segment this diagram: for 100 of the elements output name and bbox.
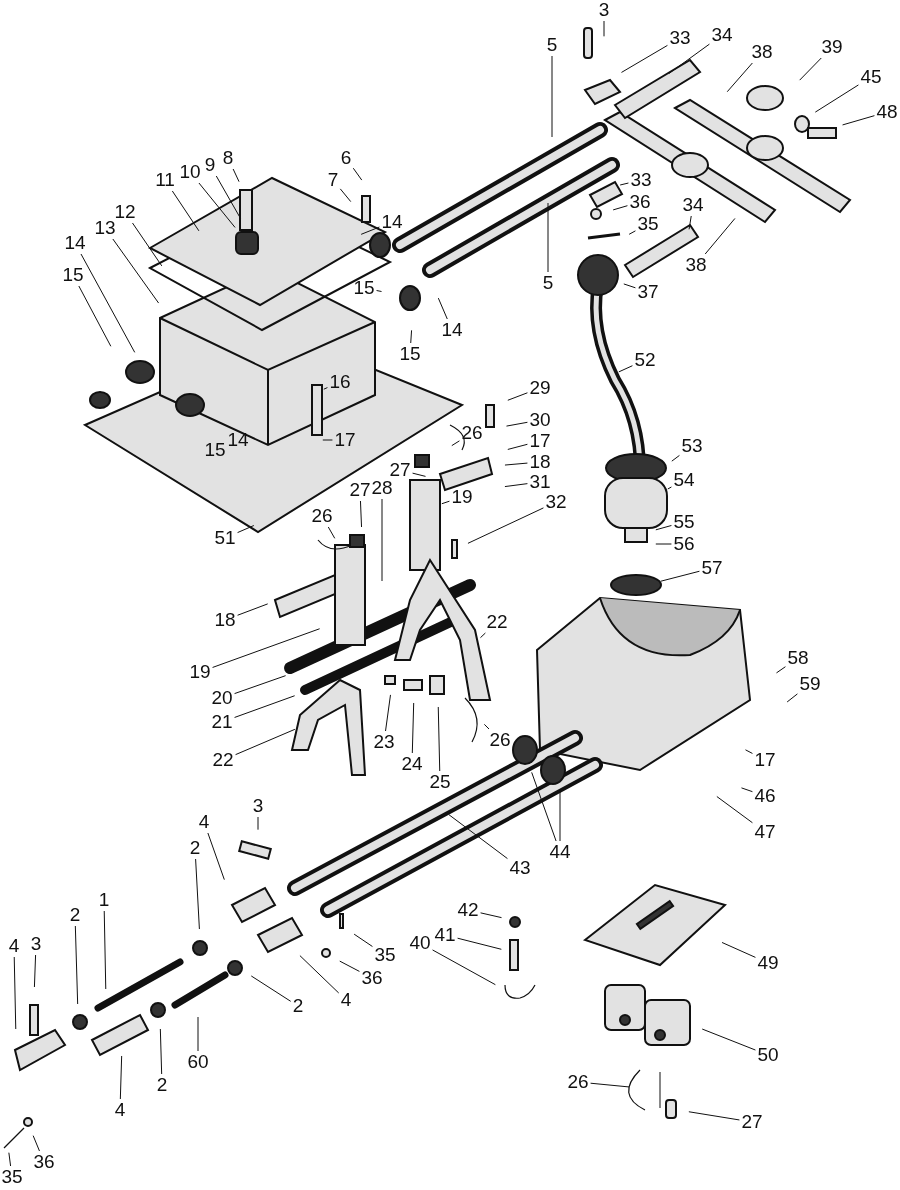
callout-number: 7 — [326, 170, 340, 190]
callout-number: 4 — [113, 1100, 127, 1120]
leader-line — [479, 632, 486, 639]
leader-line — [327, 526, 336, 539]
callout-number: 34 — [710, 25, 734, 45]
callout-number: 20 — [210, 688, 234, 708]
callout-number: 53 — [680, 436, 704, 456]
leader-line — [457, 937, 502, 950]
callout-number: 41 — [433, 925, 457, 945]
leader-line — [359, 500, 363, 528]
callout-number: 5 — [541, 273, 555, 293]
callout-number: 27 — [740, 1112, 764, 1132]
callout-number: 29 — [528, 378, 552, 398]
leader-line — [250, 975, 292, 1002]
callout-number: 38 — [684, 255, 708, 275]
leader-line — [504, 462, 528, 466]
callout-number: 2 — [291, 996, 305, 1016]
callout-number: 17 — [528, 431, 552, 451]
leader-line — [119, 1055, 123, 1100]
leader-line — [234, 695, 296, 718]
callout-number: 51 — [213, 528, 237, 548]
leader-line — [623, 283, 636, 289]
leader-line — [660, 570, 700, 582]
callout-number: 28 — [370, 478, 394, 498]
callout-number: 48 — [875, 102, 899, 122]
callout-number: 43 — [508, 858, 532, 878]
leader-line — [360, 226, 380, 235]
leader-line — [483, 723, 490, 730]
leader-line — [78, 285, 112, 347]
callout-number: 15 — [204, 440, 226, 460]
callout-number: 34 — [681, 195, 705, 215]
callout-number: 57 — [700, 558, 724, 578]
leader-line — [112, 238, 160, 304]
callout-number: 22 — [211, 750, 235, 770]
leader-line — [776, 666, 786, 674]
leader-line — [322, 439, 333, 441]
leader-line — [603, 20, 605, 37]
callout-number: 52 — [633, 350, 657, 370]
leader-line — [353, 933, 373, 947]
leader-line — [207, 832, 225, 881]
leader-line — [197, 1016, 199, 1052]
leader-line — [701, 1028, 756, 1051]
leader-line — [671, 454, 680, 462]
leader-line — [339, 188, 352, 203]
callout-number: 4 — [339, 990, 353, 1010]
callout-number: 40 — [408, 933, 432, 953]
leader-line — [551, 55, 553, 138]
callout-number: 49 — [756, 953, 780, 973]
leader-line — [667, 486, 672, 490]
callout-number: 1 — [97, 890, 111, 910]
leader-line — [235, 728, 296, 756]
leader-line — [171, 190, 200, 232]
callout-number: 30 — [528, 410, 552, 430]
leader-line — [668, 43, 710, 75]
callout-number: 47 — [753, 822, 777, 842]
leader-line — [323, 387, 328, 390]
callout-number: 4 — [7, 936, 21, 956]
callout-number: 60 — [186, 1052, 210, 1072]
callout-number: 54 — [672, 470, 696, 490]
leader-line — [655, 543, 672, 545]
callout-number: 42 — [456, 900, 480, 920]
callout-number: 2 — [68, 905, 82, 925]
callout-number: 2 — [188, 838, 202, 858]
leader-line — [215, 175, 242, 219]
callout-number: 31 — [528, 472, 552, 492]
callout-number: 17 — [753, 750, 777, 770]
callout-number: 26 — [488, 730, 512, 750]
callout-number: 23 — [372, 732, 396, 752]
callout-number: 33 — [668, 28, 692, 48]
leader-line — [745, 749, 753, 754]
callout-number: 55 — [672, 512, 696, 532]
leader-line — [437, 297, 448, 320]
callout-number: 39 — [820, 37, 844, 57]
callout-number: 35 — [373, 945, 397, 965]
leader-line — [842, 115, 875, 126]
leader-line — [531, 771, 557, 842]
leader-line — [448, 814, 508, 860]
leader-line — [655, 525, 672, 531]
callout-number: 18 — [528, 452, 552, 472]
callout-number: 58 — [786, 648, 810, 668]
callout-number: 27 — [388, 460, 412, 480]
callout-number: 18 — [213, 610, 237, 630]
callout-number: 15 — [398, 344, 422, 364]
leader-line — [612, 205, 628, 211]
leader-line — [257, 816, 259, 831]
leader-line — [506, 421, 528, 427]
callout-number: 56 — [672, 534, 696, 554]
callout-number: 44 — [548, 842, 572, 862]
leader-line — [80, 253, 136, 353]
callout-number: 24 — [400, 754, 424, 774]
leader-line — [132, 222, 163, 267]
callout-number: 3 — [597, 0, 611, 20]
leader-line — [432, 949, 496, 986]
leader-line — [237, 525, 255, 534]
callout-number: 21 — [210, 712, 234, 732]
leader-line — [437, 706, 441, 772]
leader-line — [441, 500, 450, 505]
leader-line — [159, 1028, 163, 1075]
callout-number: 32 — [544, 492, 568, 512]
callout-number: 17 — [333, 430, 357, 450]
